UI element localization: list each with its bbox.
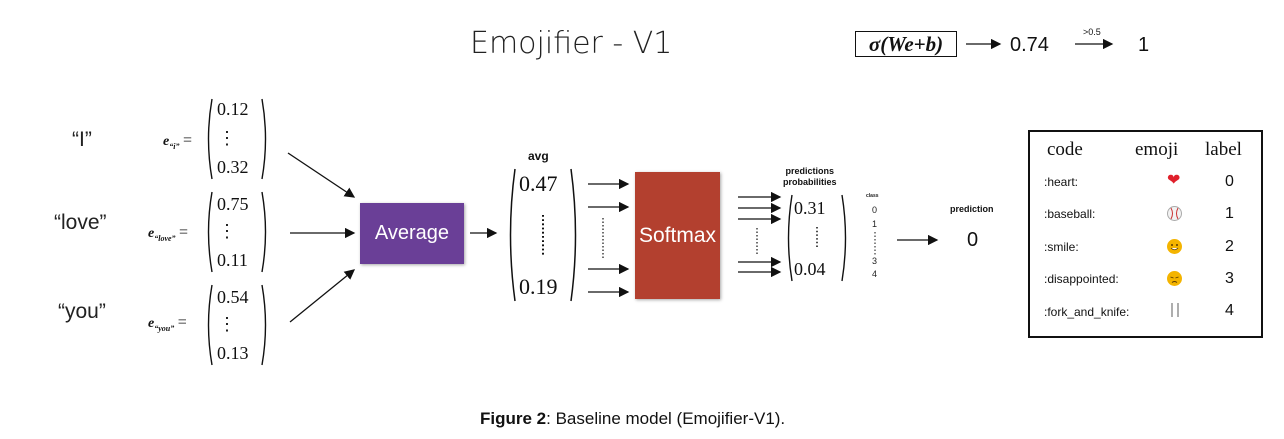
- class-heading: class: [866, 193, 879, 199]
- embedding-you-bottom: 0.13: [217, 343, 249, 363]
- embedding-you-dots: ⋮: [218, 314, 236, 334]
- table-row-label: 1: [1225, 205, 1234, 222]
- class-4: 4: [872, 269, 878, 279]
- embedding-i-bottom: 0.32: [217, 157, 249, 177]
- emoji-table: code emoji label :heart: ❤ 0 :baseball: …: [1028, 130, 1263, 338]
- arrow-i-to-average: [287, 152, 356, 198]
- diagram-title: Emojifier - V1: [470, 26, 673, 61]
- table-header-label: label: [1205, 139, 1242, 160]
- avg-vector: 0.47 0.19: [505, 167, 581, 303]
- disappointed-emoji-icon: [1167, 271, 1182, 286]
- table-row-label: 2: [1225, 238, 1234, 255]
- class-1: 1: [872, 219, 878, 229]
- embedding-vector-love: 0.75 ⋮ 0.11: [204, 190, 270, 274]
- table-header-code: code: [1047, 139, 1083, 160]
- class-3: 3: [872, 256, 878, 266]
- predictions-heading: predictions probabilities: [783, 166, 837, 187]
- embedding-i-dots: ⋮: [218, 128, 236, 148]
- sigmoid-formula-box: σ(We+b): [855, 31, 957, 57]
- table-row-code: :fork_and_knife:: [1044, 305, 1130, 319]
- embedding-vector-you: 0.54 ⋮ 0.13: [204, 283, 270, 367]
- table-row-label: 4: [1225, 302, 1234, 319]
- softmax-box: Softmax: [635, 172, 720, 299]
- prediction-heading: prediction: [950, 204, 994, 214]
- embedding-vector-i: 0.12 ⋮ 0.32: [204, 97, 270, 181]
- binary-output: 1: [1138, 34, 1150, 56]
- embedding-you-top: 0.54: [217, 287, 249, 307]
- heart-emoji-icon: ❤: [1167, 172, 1181, 189]
- average-box: Average: [360, 203, 464, 264]
- fork-and-knife-emoji-icon: [1168, 302, 1182, 318]
- word-love: “love”: [54, 211, 107, 234]
- arrow-you-to-average: [289, 269, 356, 323]
- table-row-code: :disappointed:: [1044, 272, 1119, 286]
- class-0: 0: [872, 205, 878, 215]
- embedding-love-bottom: 0.11: [217, 250, 248, 270]
- baseball-emoji-icon: [1167, 206, 1182, 221]
- word-you: “you”: [58, 300, 106, 323]
- sigmoid-formula: σ(We+b): [868, 32, 944, 56]
- embedding-love-dots: ⋮: [218, 221, 236, 241]
- probability-value: 0.74: [1010, 34, 1049, 56]
- embedding-label-i: e“i” =: [163, 132, 192, 151]
- embedding-i-top: 0.12: [217, 99, 249, 119]
- embedding-love-top: 0.75: [217, 194, 249, 214]
- embedding-label-you: e“you” =: [148, 314, 187, 333]
- embedding-label-love: e“love” =: [148, 224, 189, 243]
- word-i: “I”: [72, 128, 92, 151]
- probs-top: 0.31: [794, 198, 826, 218]
- probs-bottom: 0.04: [794, 259, 826, 279]
- table-row-label: 3: [1225, 270, 1234, 287]
- smile-emoji-icon: [1167, 239, 1182, 254]
- caption-text: : Baseline model (Emojifier-V1).: [546, 409, 786, 428]
- threshold-label: >0.5: [1083, 27, 1101, 37]
- table-row-code: :baseball:: [1044, 207, 1096, 221]
- avg-top: 0.47: [519, 171, 558, 196]
- table-row-code: :smile:: [1044, 240, 1079, 254]
- avg-heading: avg: [528, 149, 549, 163]
- table-header-emoji: emoji: [1135, 139, 1179, 160]
- prediction-value: 0: [967, 229, 979, 251]
- figure-caption: Figure 2: Baseline model (Emojifier-V1).: [480, 409, 785, 429]
- caption-figure-number: Figure 2: [480, 409, 547, 428]
- table-row-label: 0: [1225, 173, 1234, 190]
- probabilities-vector: 0.31 0.04: [784, 193, 850, 283]
- table-row-code: :heart:: [1044, 175, 1079, 189]
- avg-bottom: 0.19: [519, 274, 558, 299]
